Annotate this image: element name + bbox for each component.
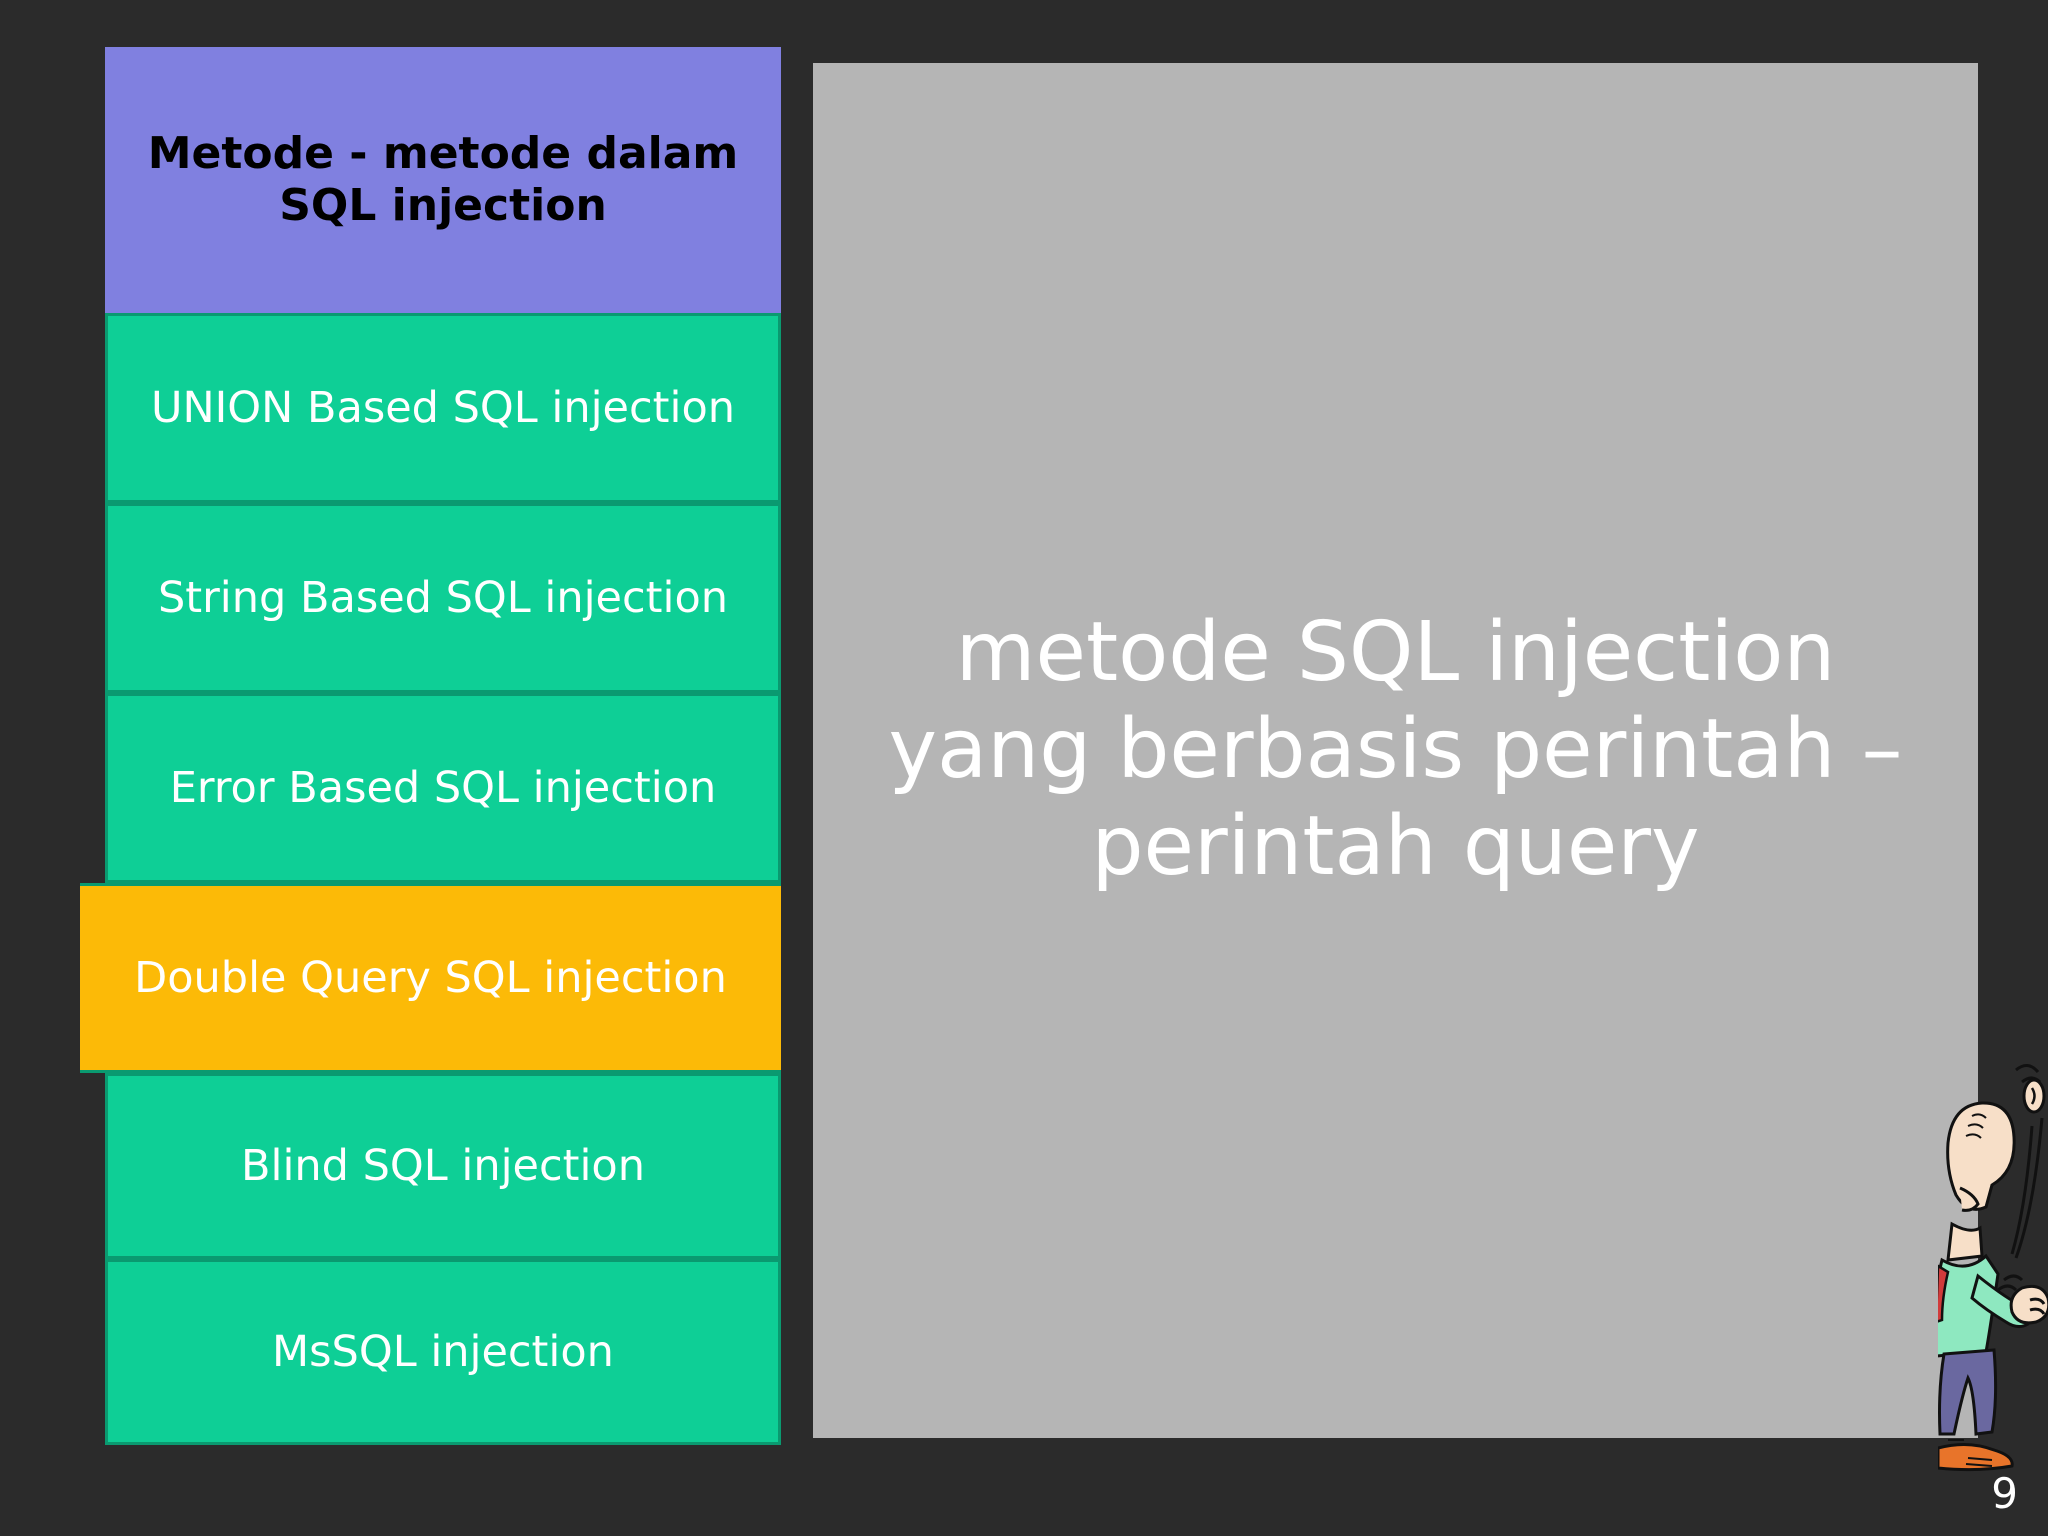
methods-header-label: Metode - metode dalam SQL injection — [147, 128, 739, 231]
method-item-label: Double Query SQL injection — [134, 952, 727, 1003]
page-number: 9 — [1991, 1469, 2018, 1518]
method-item-label: String Based SQL injection — [157, 572, 729, 623]
method-item-label: UNION Based SQL injection — [150, 382, 736, 433]
method-item-label: Error Based SQL injection — [169, 762, 717, 813]
content-panel: metode SQL injection yang berbasis perin… — [813, 63, 1978, 1438]
method-item-mssql[interactable]: MsSQL injection — [105, 1259, 781, 1445]
method-item-label: MsSQL injection — [272, 1326, 614, 1377]
method-item-blind[interactable]: Blind SQL injection — [105, 1073, 781, 1259]
method-item-error-based[interactable]: Error Based SQL injection — [105, 693, 781, 883]
method-item-label: Blind SQL injection — [241, 1140, 645, 1191]
methods-list: UNION Based SQL injection String Based S… — [80, 313, 781, 1445]
content-panel-text: metode SQL injection yang berbasis perin… — [888, 605, 1903, 894]
methods-panel: Metode - metode dalam SQL injection UNIO… — [80, 47, 781, 1445]
method-item-double-query[interactable]: Double Query SQL injection — [80, 883, 781, 1073]
methods-header: Metode - metode dalam SQL injection — [105, 47, 781, 313]
method-item-string-based[interactable]: String Based SQL injection — [105, 503, 781, 693]
method-item-union-based[interactable]: UNION Based SQL injection — [105, 313, 781, 503]
